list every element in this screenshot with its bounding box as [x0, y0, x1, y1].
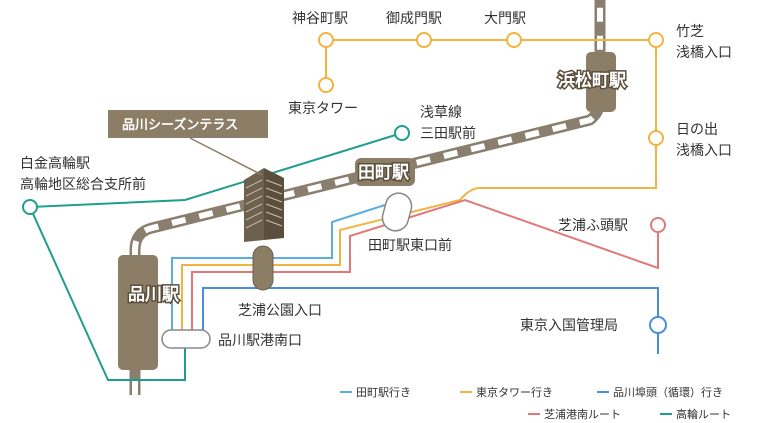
label-takeshiba-2: 浅橋入口 — [676, 45, 732, 61]
bus-routes — [28, 39, 659, 381]
stop-tamachi-east — [381, 192, 413, 232]
stop-kamiyacho — [318, 32, 334, 48]
stop-shirokane — [22, 199, 38, 215]
stop-onarimon — [416, 32, 432, 48]
capsule-stops — [161, 192, 413, 349]
stop-asakusa-mita — [394, 125, 410, 141]
stop-shibaura-pier — [650, 217, 666, 233]
route-shibaura-port — [191, 198, 659, 335]
label-asakusa-2: 三田駅前 — [420, 125, 476, 142]
svg-text:田町駅: 田町駅 — [358, 163, 410, 183]
legend-item-shibaura-port: 芝浦港南ルート — [528, 408, 621, 421]
label-shinagawa-port-south: 品川駅港南口 — [218, 333, 302, 349]
label-daimon: 大門駅 — [484, 11, 526, 27]
stop-hinode — [648, 130, 664, 146]
label-tokyo-tower: 東京タワー — [288, 101, 358, 117]
label-shibaura-pier: 芝浦ふ頭駅 — [558, 218, 628, 234]
stop-takeshiba — [648, 32, 664, 48]
label-shirokane-1: 白金高輪駅 — [20, 155, 90, 172]
label-onarimon: 御成門駅 — [386, 11, 442, 27]
legend: 田町駅行き 東京タワー行き 品川埠頭（循環）行き 芝浦港南ルート 高輪ルート — [340, 385, 731, 421]
stop-immigration — [649, 316, 667, 334]
stop-shinagawa-port-south — [161, 329, 211, 349]
label-tamachi-east: 田町駅東口前 — [368, 237, 452, 254]
route-tamachi — [171, 204, 386, 335]
stop-tokyo-tower — [318, 77, 334, 93]
building-icon — [189, 137, 284, 242]
route-takanawa — [28, 132, 403, 381]
svg-text:品川シーズンテラス: 品川シーズンテラス — [122, 117, 238, 133]
legend-item-takanawa: 高輪ルート — [660, 407, 731, 421]
station-shinagawa: 品川駅 — [118, 255, 181, 370]
svg-text:浜松町駅: 浜松町駅 — [558, 70, 627, 91]
svg-text:芝浦港南ルート: 芝浦港南ルート — [544, 408, 621, 421]
legend-item-shinagawa-pier: 品川埠頭（循環）行き — [597, 385, 723, 399]
station-tamachi: 田町駅 — [355, 158, 415, 186]
label-kamiyacho: 神谷町駅 — [292, 11, 348, 27]
label-asakusa-1: 浅草線 — [420, 105, 462, 121]
label-takeshiba-1: 竹芝 — [676, 24, 704, 40]
svg-text:品川駅: 品川駅 — [128, 285, 180, 305]
building-label-box: 品川シーズンテラス — [108, 110, 268, 138]
svg-text:田町駅行き: 田町駅行き — [356, 386, 411, 399]
stop-shibaura-park — [252, 245, 274, 291]
label-hinode-1: 日の出 — [676, 122, 718, 138]
label-hinode-2: 浅橋入口 — [676, 143, 732, 159]
legend-item-tamachi: 田町駅行き — [340, 386, 411, 399]
label-immigration: 東京入国管理局 — [520, 318, 618, 334]
svg-text:高輪ルート: 高輪ルート — [676, 407, 731, 421]
svg-text:東京タワー行き: 東京タワー行き — [476, 385, 553, 399]
route-tokyo-tower — [181, 39, 657, 335]
station-hamamatsucho: 浜松町駅 — [557, 52, 628, 112]
label-shirokane-2: 高輪地区総合支所前 — [20, 176, 146, 193]
stop-labels: 神谷町駅 御成門駅 大門駅 東京タワー 竹芝 浅橋入口 日の出 浅橋入口 浅草線… — [20, 11, 732, 349]
svg-text:品川埠頭（循環）行き: 品川埠頭（循環）行き — [613, 385, 723, 399]
stop-daimon — [506, 32, 522, 48]
legend-item-tokyo-tower: 東京タワー行き — [460, 385, 553, 399]
stop-markers — [22, 32, 667, 334]
label-shibaura-park: 芝浦公園入口 — [238, 303, 322, 319]
